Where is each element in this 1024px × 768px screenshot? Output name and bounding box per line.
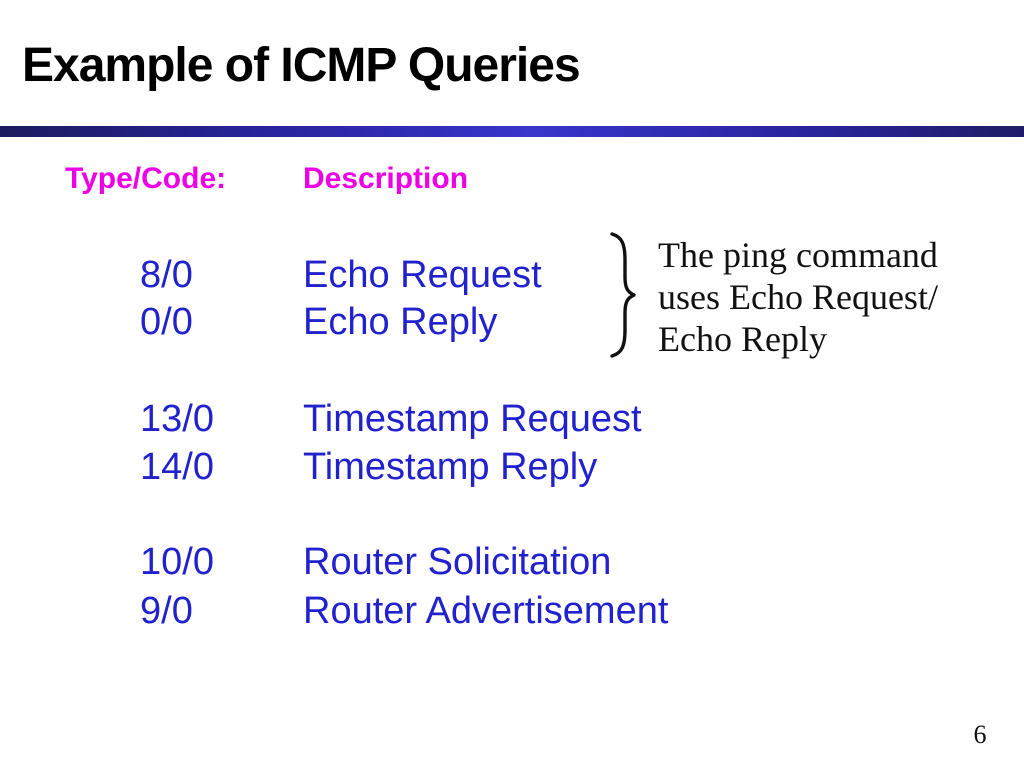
- row-description: Echo Reply: [303, 301, 498, 343]
- curly-brace-icon: [610, 232, 636, 358]
- row-type-code: 13/0: [140, 398, 214, 440]
- table-row: 0/0 Echo Reply: [0, 303, 1024, 347]
- row-description: Router Advertisement: [303, 590, 669, 632]
- table-header-row: Type/Code: Description: [0, 164, 1024, 204]
- row-type-code: 9/0: [140, 590, 193, 632]
- row-description: Router Solicitation: [303, 541, 612, 583]
- row-type-code: 14/0: [140, 446, 214, 488]
- row-type-code: 8/0: [140, 254, 193, 296]
- ping-note-text: The ping command uses Echo Request/ Echo…: [658, 235, 938, 359]
- table-row: 10/0 Router Solicitation: [0, 543, 1024, 587]
- table-row: 8/0 Echo Request: [0, 256, 1024, 300]
- column-header-type-code: Type/Code:: [65, 162, 227, 195]
- page-number: 6: [973, 720, 987, 749]
- table-row: 14/0 Timestamp Reply: [0, 448, 1024, 492]
- row-type-code: 10/0: [140, 541, 214, 583]
- row-type-code: 0/0: [140, 301, 193, 343]
- slide-title: Example of ICMP Queries: [22, 39, 581, 92]
- row-description: Echo Request: [303, 254, 542, 296]
- table-row: 13/0 Timestamp Request: [0, 400, 1024, 444]
- column-header-description: Description: [303, 162, 469, 195]
- table-row: 9/0 Router Advertisement: [0, 592, 1024, 636]
- row-description: Timestamp Reply: [303, 446, 598, 488]
- title-divider-rule: [0, 126, 1024, 137]
- row-description: Timestamp Request: [303, 398, 642, 440]
